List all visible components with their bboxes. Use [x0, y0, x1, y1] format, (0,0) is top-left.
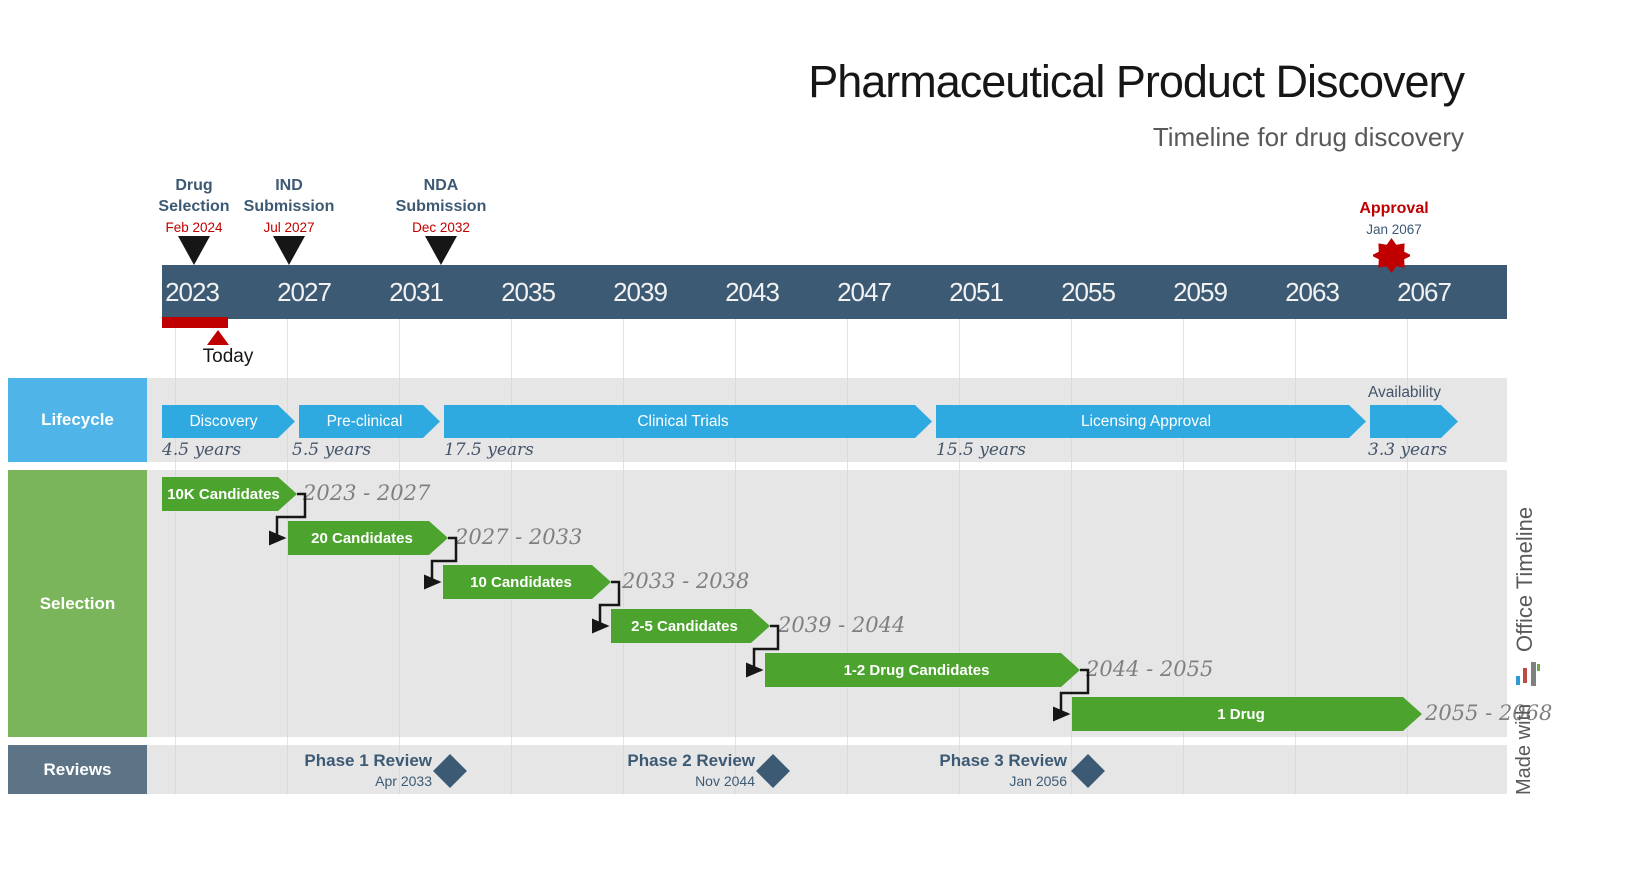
task-label: 2-5 Candidates [631, 617, 738, 635]
phase-duration: 4.5 years [162, 440, 242, 460]
review-date: Jan 2056 [1009, 773, 1067, 789]
year-gridline [959, 319, 960, 794]
milestone-date: Feb 2024 [165, 220, 223, 235]
review-label: Phase 2 Review [627, 751, 755, 770]
task-bar-10k-candidates[interactable]: 10K Candidates [162, 477, 297, 511]
phase-label: Licensing Approval [1080, 412, 1212, 430]
task-bar-1-drug[interactable]: 1 Drug [1072, 697, 1422, 731]
milestone-title: NDA Submission [395, 177, 487, 215]
milestone-drug-selection[interactable]: Drug Selection Feb 2024 [139, 175, 249, 235]
year-label: 2051 [949, 277, 1004, 307]
review-date: Nov 2044 [695, 773, 755, 789]
reviews-row-header: Reviews [8, 745, 147, 794]
review-label: Phase 1 Review [304, 751, 432, 770]
task-label: 1 Drug [1217, 705, 1265, 723]
selection-row-header: Selection [8, 470, 147, 737]
selection-row-background [8, 470, 1507, 737]
task-bar-10-candidates[interactable]: 10 Candidates [443, 565, 611, 599]
task-date-range: 2023 - 2027 [303, 481, 431, 505]
reviews-header-label: Reviews [43, 759, 112, 779]
review-date: Apr 2033 [375, 773, 432, 789]
year-label: 2035 [501, 277, 556, 307]
task-date-range: 2027 - 2033 [455, 525, 583, 549]
task-date-range: 2055 - 2068 [1425, 701, 1553, 725]
phase-pre-clinical[interactable]: Pre-clinical [299, 405, 440, 438]
task-label: 1-2 Drug Candidates [843, 661, 990, 679]
brand-name-vertical: Office Timeline [1512, 506, 1537, 652]
year-gridline [623, 319, 624, 794]
year-gridline [1295, 319, 1296, 794]
milestone-title: Drug Selection [158, 177, 230, 215]
year-gridline [287, 319, 288, 794]
year-gridline [735, 319, 736, 794]
year-label: 2047 [837, 277, 892, 307]
phase-duration: 5.5 years [292, 440, 372, 460]
year-gridline [1183, 319, 1184, 794]
year-gridline [1071, 319, 1072, 794]
year-gridline [175, 319, 176, 794]
phase-label: Availability [1368, 384, 1441, 401]
page-title: Pharmaceutical Product Discovery [808, 56, 1465, 107]
year-gridline [1407, 319, 1408, 794]
task-label: 10K Candidates [167, 485, 280, 503]
approval-star-icon[interactable] [1373, 238, 1410, 275]
year-gridline [399, 319, 400, 794]
phase-duration: 17.5 years [444, 440, 534, 460]
milestone-triangle-icon[interactable] [178, 236, 210, 265]
milestone-triangle-icon[interactable] [425, 236, 457, 265]
year-label: 2063 [1285, 277, 1340, 307]
today-label: Today [202, 346, 254, 367]
phase-duration: 15.5 years [936, 440, 1026, 460]
milestone-ind-submission[interactable]: IND Submission Jul 2027 [234, 175, 344, 235]
phase-licensing-approval[interactable]: Licensing Approval [936, 405, 1366, 438]
phase-clinical-trials[interactable]: Clinical Trials [444, 405, 932, 438]
task-date-range: 2033 - 2038 [622, 569, 750, 593]
timeline-band[interactable]: 2023 2027 2031 2035 2039 2043 2047 2051 … [162, 265, 1507, 319]
office-timeline-logo-icon [1516, 662, 1540, 686]
today-triangle-icon[interactable] [207, 330, 229, 345]
phase-label: Discovery [189, 412, 258, 430]
task-date-range: 2044 - 2055 [1086, 657, 1214, 681]
milestone-date: Jul 2027 [263, 220, 315, 235]
task-bar-20-candidates[interactable]: 20 Candidates [288, 521, 448, 555]
review-label: Phase 3 Review [939, 751, 1067, 770]
lifecycle-header-label: Lifecycle [41, 410, 114, 429]
year-label: 2059 [1173, 277, 1228, 307]
lifecycle-row-header: Lifecycle [8, 378, 147, 462]
year-label: 2031 [389, 277, 444, 307]
milestone-date: Jan 2067 [1366, 222, 1422, 237]
milestone-triangle-icon[interactable] [273, 236, 305, 265]
phase-discovery[interactable]: Discovery [162, 405, 295, 438]
page-subtitle: Timeline for drug discovery [1152, 122, 1464, 152]
year-label: 2039 [613, 277, 668, 307]
year-gridline [847, 319, 848, 794]
elapsed-time-bar[interactable] [162, 317, 228, 328]
task-bar-1-2-drug-candidates[interactable]: 1-2 Drug Candidates [765, 653, 1080, 687]
year-label: 2055 [1061, 277, 1116, 307]
year-label: 2067 [1397, 277, 1452, 307]
selection-header-label: Selection [39, 593, 116, 613]
year-label: 2043 [725, 277, 780, 307]
milestone-approval[interactable]: Approval Jan 2067 [1339, 198, 1449, 237]
milestone-nda-submission[interactable]: NDA Submission Dec 2032 [386, 175, 496, 235]
year-label: 2023 [165, 277, 220, 307]
made-with-vertical: Made with [1513, 703, 1535, 795]
milestone-title: Approval [1359, 200, 1429, 217]
year-gridline [511, 319, 512, 794]
task-date-range: 2039 - 2044 [778, 613, 906, 637]
task-label: 10 Candidates [470, 573, 572, 591]
task-label: 20 Candidates [311, 529, 413, 547]
phase-label: Pre-clinical [326, 412, 403, 430]
phase-duration: 3.3 years [1368, 440, 1448, 460]
phase-label: Clinical Trials [637, 412, 729, 430]
milestone-date: Dec 2032 [412, 220, 470, 235]
year-label: 2027 [277, 277, 332, 307]
task-bar-2-5-candidates[interactable]: 2-5 Candidates [611, 609, 770, 643]
phase-availability[interactable] [1370, 405, 1458, 438]
milestone-title: IND Submission [243, 177, 335, 215]
